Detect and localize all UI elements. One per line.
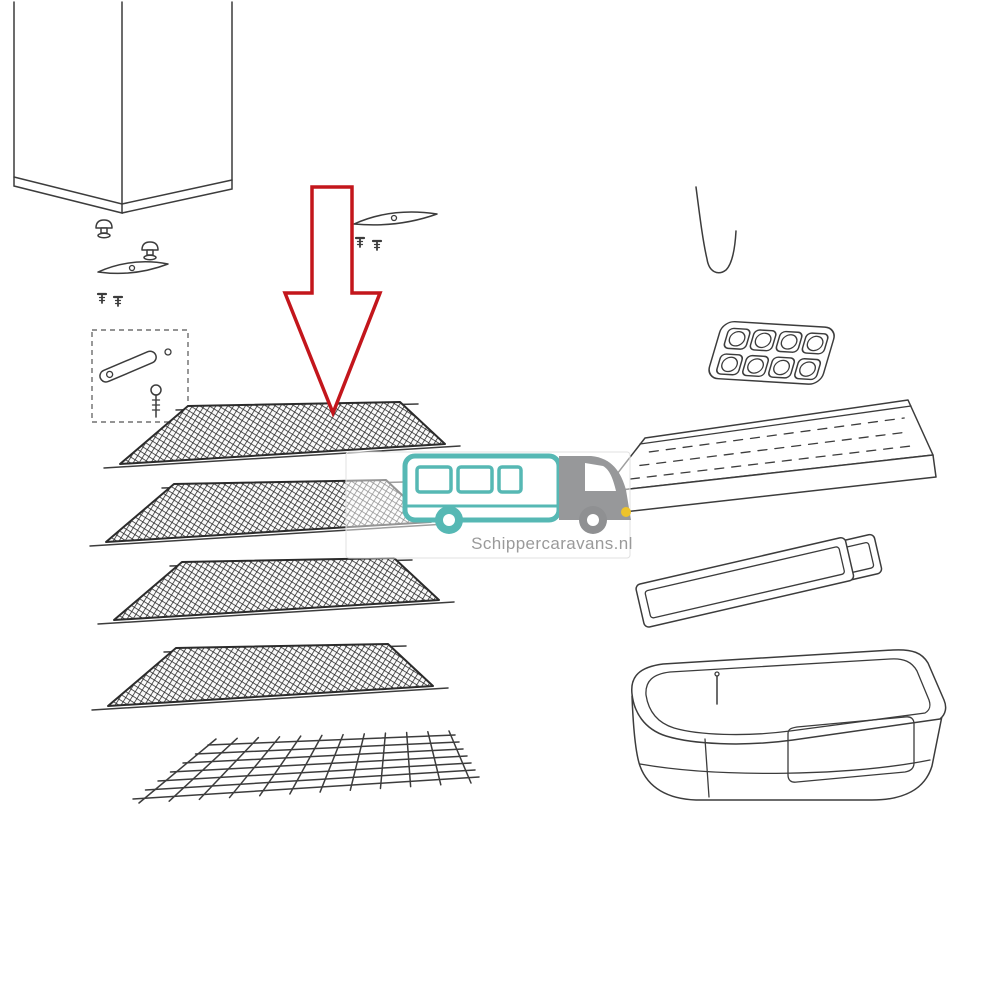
ice-cube-tray [708,320,835,385]
logo-window [456,465,494,494]
wire-shelf-1 [103,401,461,469]
crisper-bin [631,649,947,801]
logo-indicator [621,507,631,517]
logo-front-hub [587,514,599,526]
vent-slots [629,417,916,480]
highlight-arrow [282,185,383,418]
leveling-foot [141,241,159,261]
washer [164,348,172,356]
leveling-foot [95,219,113,239]
thermostat-pin [714,671,720,705]
hinge-plate [97,261,169,275]
glass-panel-1 [635,537,855,628]
wire-shelf-4 [91,643,449,711]
watermark-text: Schippercaravans.nl [471,534,633,553]
watermark: Schippercaravans.nl [345,451,633,559]
logo-window [415,465,453,494]
screw [112,295,124,307]
caravan-logo [402,453,631,534]
screw [371,239,383,251]
logo-rear-hub [443,514,455,526]
hardware-kit-box [91,329,189,423]
screw [354,236,366,248]
logo-window [497,465,523,494]
screw-set [96,236,383,307]
wire-rack [132,730,480,804]
logo-windshield [585,463,616,491]
evaporator-cover [602,399,937,515]
bolt [150,384,162,418]
bin-handle-recess [787,716,915,783]
hinge-plate [353,211,438,226]
screw [96,292,108,304]
mounting-bracket [99,350,157,383]
hanger-hook [695,186,737,274]
wire-shelf-3 [97,557,455,625]
cabinet-corner [13,1,233,214]
